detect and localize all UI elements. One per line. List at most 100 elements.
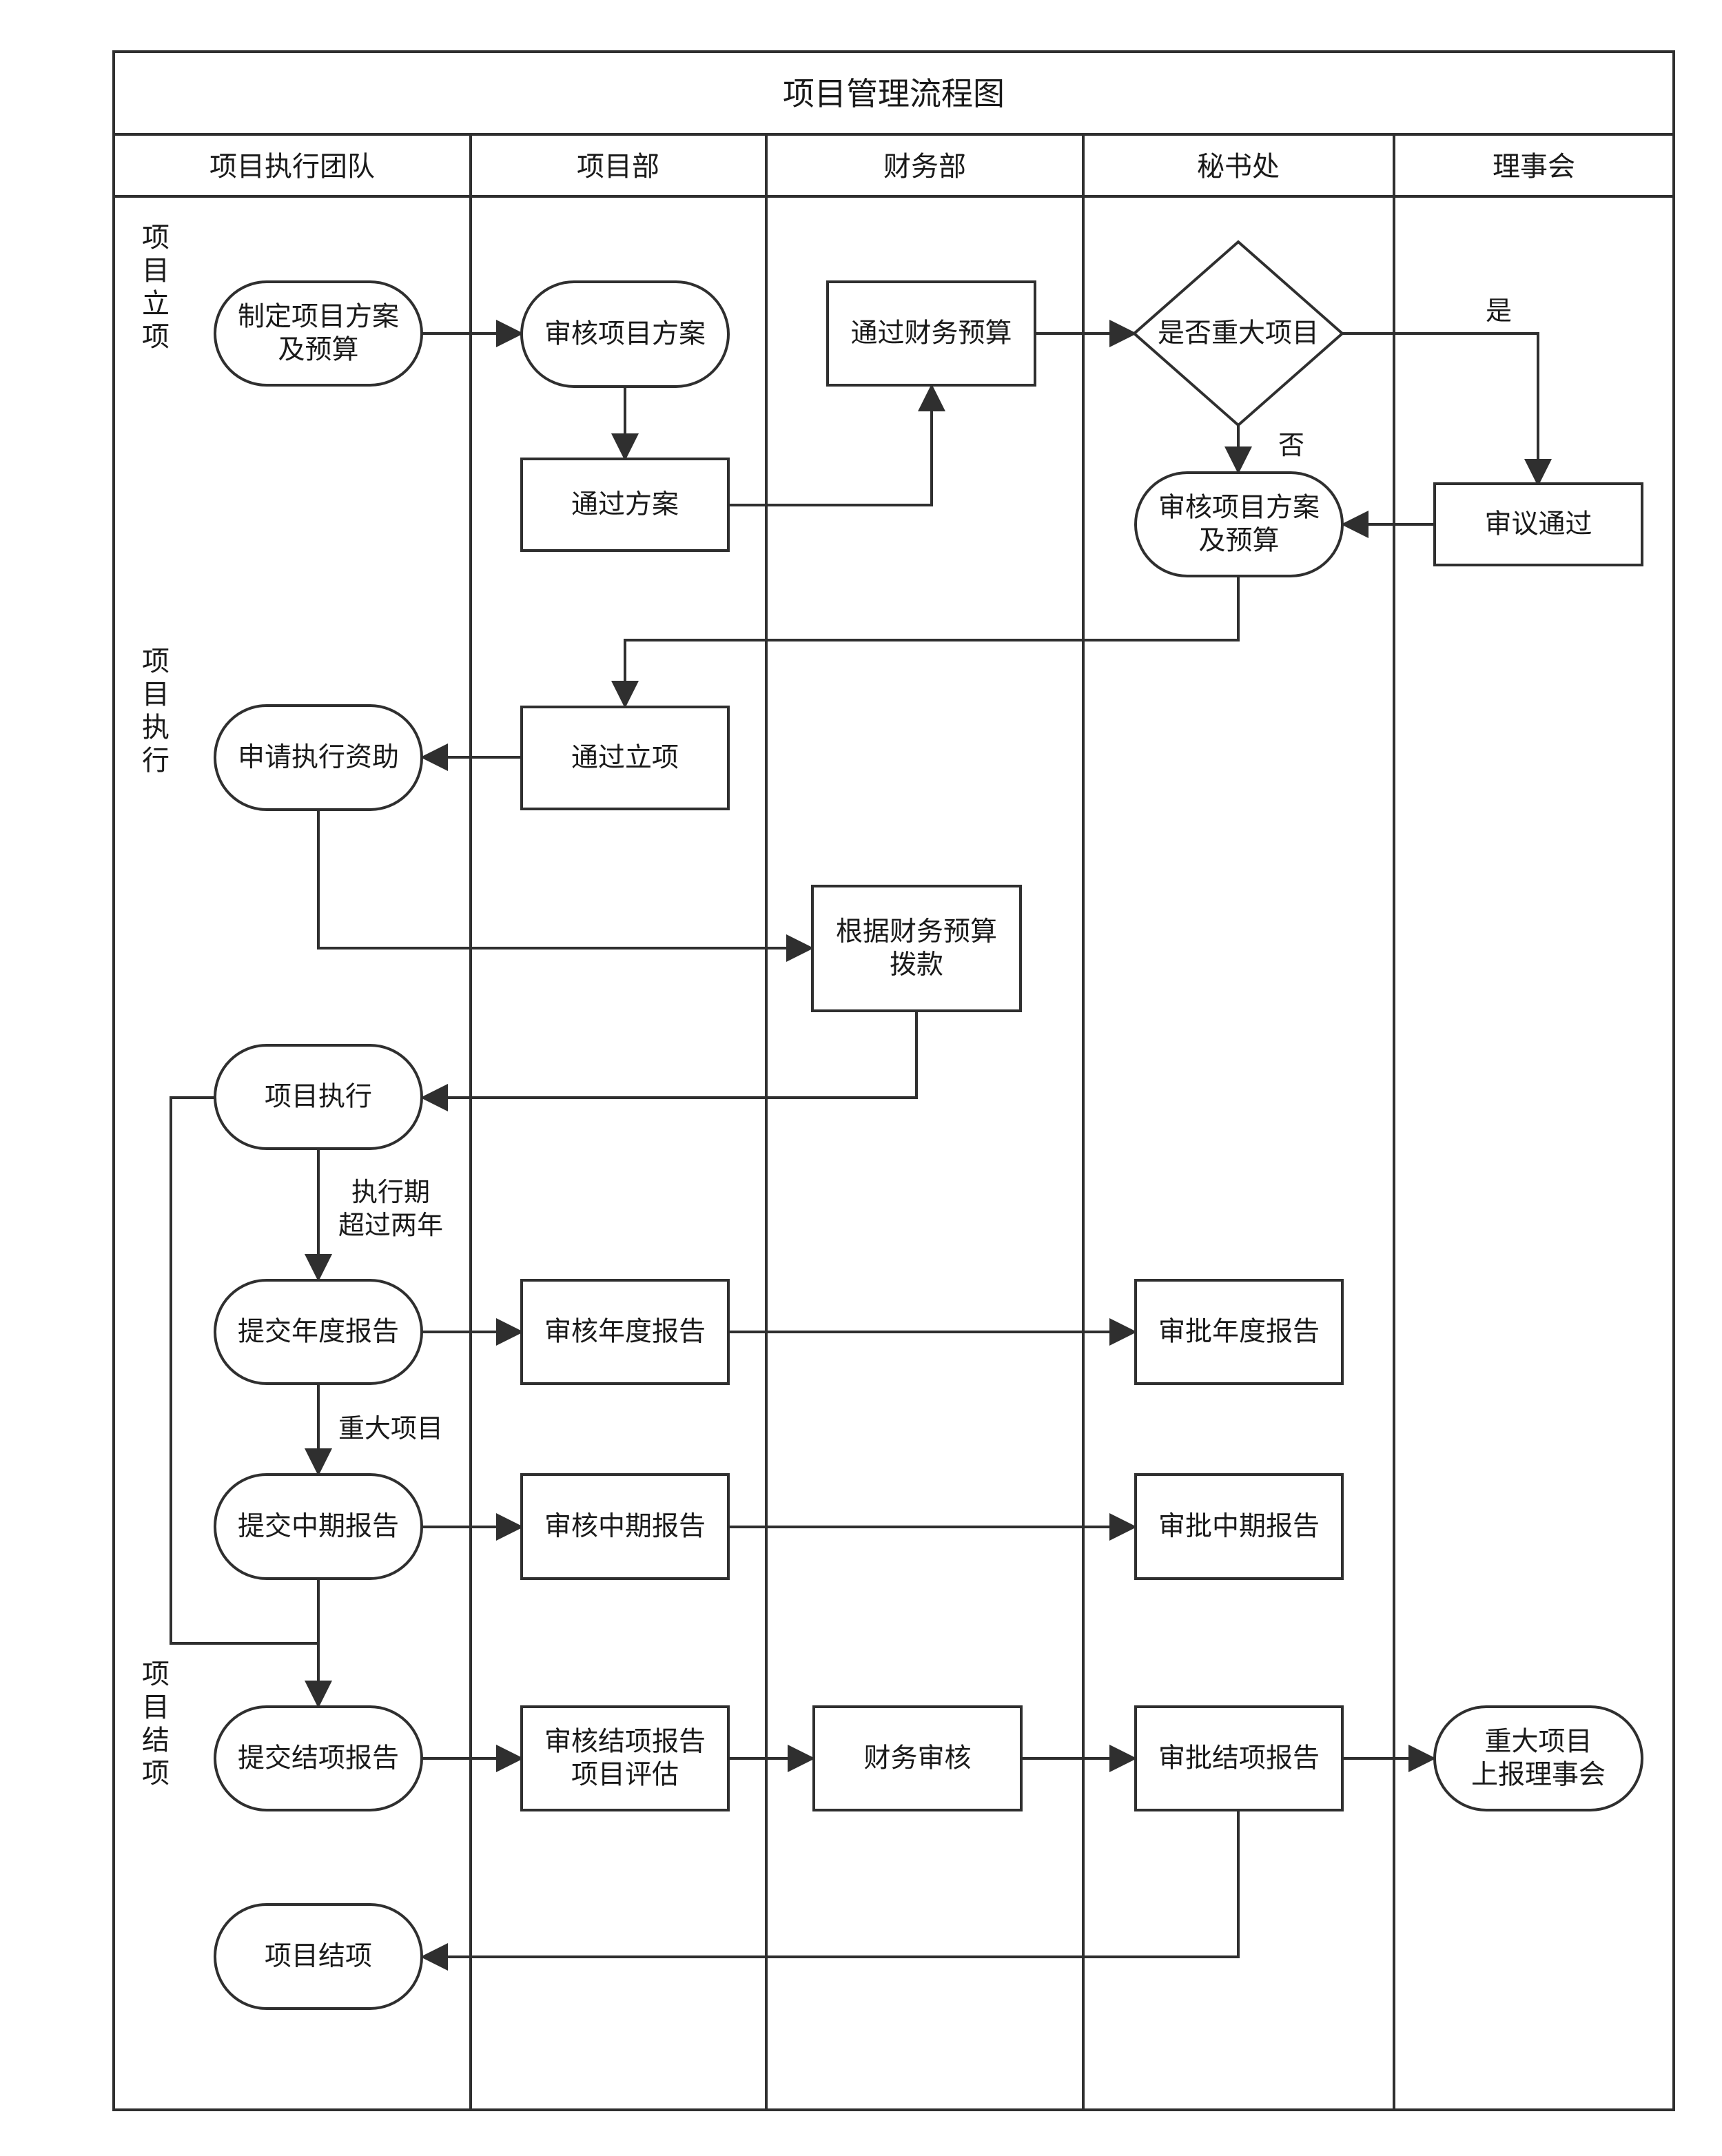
node-review-final-report-label: 审核结项报告项目评估 <box>544 1727 706 1791</box>
node-approve-final-report-label: 审批结项报告 <box>1158 1743 1320 1774</box>
lane-header-council: 理事会 <box>1493 151 1575 183</box>
label-line: 制定项目方案 <box>238 302 399 333</box>
label-line: 及预算 <box>278 335 358 366</box>
node-project-closure-label: 项目结项 <box>265 1941 372 1972</box>
node-review-annual-report-label: 审核年度报告 <box>544 1317 706 1348</box>
edge-execute-bypass-to-final <box>170 1096 318 1645</box>
label-line: 审核项目方案 <box>544 319 706 350</box>
node-review-plan-budget[interactable] <box>1134 471 1344 577</box>
node-labels: 制定项目方案及预算审核项目方案通过方案通过财务预算是否重大项目审议通过审核项目方… <box>238 302 1606 1973</box>
node-apply-funding[interactable] <box>214 704 423 811</box>
node-plan-approved-label: 通过方案 <box>571 489 679 520</box>
phase-char: 结 <box>142 1725 170 1756</box>
label-line: 是否重大项目 <box>1158 318 1319 349</box>
label-line: 提交年度报告 <box>238 1317 399 1348</box>
edge-label-line: 超过两年 <box>338 1210 443 1240</box>
label-line: 通过立项 <box>571 743 679 774</box>
node-project-execution[interactable] <box>214 1044 423 1150</box>
node-approve-final-report[interactable] <box>1134 1705 1344 1811</box>
label-line: 通过方案 <box>571 489 679 520</box>
phase-char: 目 <box>142 1692 170 1723</box>
lane-header-secretariat: 秘书处 <box>1197 151 1280 183</box>
node-review-midterm-report[interactable] <box>520 1473 730 1580</box>
phase-label-initiation: 项目立项 <box>142 222 170 353</box>
phase-char: 项 <box>142 222 170 254</box>
node-submit-final-report[interactable] <box>214 1705 423 1811</box>
node-major-project-decision-label: 是否重大项目 <box>1158 318 1319 349</box>
node-disburse-funds-label: 根据财务预算拨款 <box>836 916 997 981</box>
node-plan-and-budget[interactable] <box>214 280 423 387</box>
node-finance-audit-label: 财务审核 <box>863 1743 971 1774</box>
nodes <box>214 240 1643 2010</box>
node-review-midterm-report-label: 审核中期报告 <box>544 1511 706 1542</box>
label-line: 通过财务预算 <box>850 318 1012 349</box>
edge-label-yes: 是 <box>1486 296 1512 326</box>
node-review-final-report[interactable] <box>520 1705 730 1811</box>
node-initiation-approved-label: 通过立项 <box>571 743 679 774</box>
phase-char: 目 <box>142 679 170 710</box>
node-finance-audit[interactable] <box>812 1705 1023 1811</box>
node-project-closure[interactable] <box>214 1903 423 2010</box>
node-council-approved-label: 审议通过 <box>1484 509 1592 540</box>
node-submit-annual-report-label: 提交年度报告 <box>238 1317 399 1348</box>
label-line: 审批中期报告 <box>1158 1511 1320 1542</box>
node-initiation-approved[interactable] <box>520 706 730 810</box>
phase-char: 项 <box>142 646 170 677</box>
label-line: 及预算 <box>1198 526 1279 557</box>
label-line: 项目评估 <box>571 1760 679 1791</box>
node-budget-approved[interactable] <box>826 280 1036 387</box>
node-submit-annual-report[interactable] <box>214 1279 423 1385</box>
label-line: 项目结项 <box>265 1941 372 1972</box>
edge-funding-to-execute <box>420 1011 918 1111</box>
lane-header-finance: 财务部 <box>883 151 966 183</box>
node-project-execution-label: 项目执行 <box>265 1082 372 1113</box>
phase-label-closure: 项目结项 <box>142 1659 170 1789</box>
node-disburse-funds[interactable] <box>811 885 1022 1012</box>
edge-approve-to-close <box>420 1810 1240 1971</box>
edge-label-no: 否 <box>1278 430 1304 460</box>
phase-char: 立 <box>142 288 170 320</box>
node-report-to-council-label: 重大项目上报理事会 <box>1471 1727 1606 1791</box>
label-line: 拨款 <box>890 949 943 981</box>
node-approve-annual-report-label: 审批年度报告 <box>1158 1317 1320 1348</box>
label-line: 财务审核 <box>863 1743 971 1774</box>
node-review-plan[interactable] <box>520 280 730 388</box>
label-line: 审批结项报告 <box>1158 1743 1320 1774</box>
node-budget-approved-label: 通过财务预算 <box>850 318 1012 349</box>
node-report-to-council[interactable] <box>1433 1705 1643 1811</box>
node-major-project-decision[interactable] <box>1131 240 1345 427</box>
diagram-title: 项目管理流程图 <box>783 75 1005 112</box>
phase-char: 执 <box>142 712 170 743</box>
node-council-approved[interactable] <box>1433 482 1643 566</box>
label-line: 审批年度报告 <box>1158 1317 1320 1348</box>
phase-char: 行 <box>142 745 170 777</box>
label-line: 申请执行资助 <box>238 742 399 773</box>
label-line: 重大项目 <box>1484 1727 1592 1758</box>
edge-apply-to-funding <box>317 810 814 962</box>
node-approve-midterm-report-label: 审批中期报告 <box>1158 1511 1320 1542</box>
node-apply-funding-label: 申请执行资助 <box>238 742 399 773</box>
label-line: 审核项目方案 <box>1158 493 1320 524</box>
label-line: 提交中期报告 <box>238 1511 399 1542</box>
node-plan-and-budget-label: 制定项目方案及预算 <box>238 302 399 366</box>
connectors <box>170 320 1552 1971</box>
lane-header-team: 项目执行团队 <box>209 151 375 183</box>
lane-header-project-dept: 项目部 <box>577 151 659 183</box>
node-approve-annual-report[interactable] <box>1134 1279 1344 1385</box>
edge-pass-to-budget <box>728 384 945 506</box>
node-approve-midterm-report[interactable] <box>1134 1473 1344 1580</box>
phase-char: 项 <box>142 1758 170 1789</box>
node-submit-midterm-report[interactable] <box>214 1473 423 1580</box>
label-line: 审核中期报告 <box>544 1511 706 1542</box>
edge-decision-yes <box>1342 332 1552 486</box>
node-review-annual-report[interactable] <box>520 1279 730 1385</box>
phase-label-execution: 项目执行 <box>142 646 170 777</box>
phase-char: 目 <box>142 255 170 287</box>
label-line: 审核结项报告 <box>544 1727 706 1758</box>
node-plan-approved[interactable] <box>520 458 730 552</box>
node-review-plan-label: 审核项目方案 <box>544 319 706 350</box>
edge-label-over-two-years: 执行期超过两年 <box>338 1177 443 1240</box>
label-line: 审议通过 <box>1484 509 1592 540</box>
edge-label-line: 执行期 <box>351 1177 430 1207</box>
